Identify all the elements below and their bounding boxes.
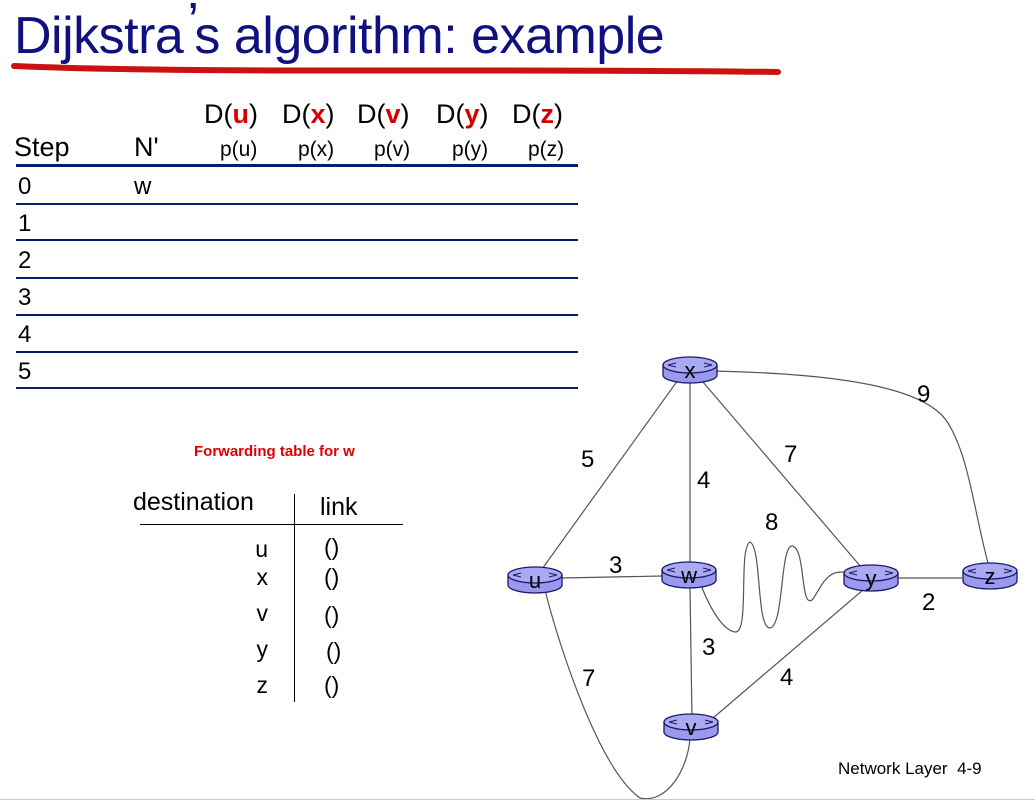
slide-bottom-rule [0,799,1035,800]
router-x: x [662,356,718,384]
header-d-z: D(z) [512,99,563,129]
slide-title: Dijkstra’s algorithm: example [14,0,665,65]
edge-x-y [696,374,868,575]
row-step: 5 [18,358,32,385]
forwarding-header-rule [140,524,403,525]
edge-u-w [561,575,663,579]
router-w: w [661,561,717,589]
title-underline [11,63,781,75]
router-label: u [529,568,541,593]
step-header: Step [14,132,70,162]
edge-cost-w-y: 8 [765,509,778,536]
table-header-rule [16,164,578,167]
table-row-rule [16,203,578,205]
edge-cost-x-z: 9 [917,381,930,408]
router-label: x [685,358,696,383]
row-step: 4 [18,321,32,348]
table-row-rule [16,239,578,241]
router-label: y [866,566,877,591]
forwarding-link: () [326,638,342,664]
link-header: link [320,493,358,521]
slide-footer: Network Layer 4-9 [838,759,982,779]
edge-cost-x-w: 4 [697,467,710,494]
table-row-rule [16,351,578,353]
graph-edges [536,370,991,800]
forwarding-dest: z [256,672,269,698]
edge-w-y [699,541,853,633]
router-label: w [680,563,697,588]
header-d-x: D(x) [282,99,335,129]
edge-cost-u-x: 5 [581,446,594,473]
destination-header: destination [133,488,254,516]
footer-page-number: 4-9 [957,759,982,778]
header-p-u: p(u) [220,138,258,161]
header-d-u: D(u) [204,99,258,129]
header-p-x: p(x) [298,138,335,161]
router-u: u [507,566,563,594]
edge-u-x [536,372,684,577]
header-d-y: D(y) [436,99,489,129]
edge-x-z [711,370,991,571]
edge-cost-y-v: 4 [780,664,793,691]
edge-cost-x-y: 7 [784,441,797,468]
header-p-v: p(v) [374,138,411,161]
router-label: v [686,715,697,740]
table-row-rule [16,314,578,316]
edge-cost-u-v: 7 [582,665,595,692]
edge-y-v [705,583,871,725]
forwarding-dest: x [256,564,269,590]
n-prime-header: N' [134,132,159,162]
row-step: 0 [18,173,32,200]
header-p-z: p(z) [528,138,565,161]
forwarding-link: () [324,564,340,590]
router-z: z [962,562,1018,590]
forwarding-dest: u [255,536,268,562]
forwarding-table-title: Forwarding table for w [194,443,355,460]
router-label: z [985,564,996,589]
forwarding-link: () [324,534,340,560]
row-step: 3 [18,284,32,311]
forwarding-link: () [324,672,340,698]
forwarding-dest: y [256,636,269,662]
header-p-y: p(y) [452,138,489,161]
row-step: 1 [18,210,32,237]
footer-label: Network Layer [838,759,948,778]
router-v: v [663,713,719,741]
table-row-rule [16,387,578,389]
row-step: 2 [18,247,32,274]
edge-u-v [544,589,691,800]
forwarding-dest: v [256,600,269,626]
edge-cost-u-w: 3 [609,552,622,579]
table-row-rule [16,277,578,279]
header-d-v: D(v) [357,99,410,129]
forwarding-column-rule [294,494,295,702]
row-n-prime: w [134,173,152,200]
edge-cost-y-z: 2 [922,589,935,616]
edge-w-v [689,587,693,721]
forwarding-link: () [324,602,340,628]
edge-cost-w-v: 3 [702,634,715,661]
router-y: y [843,564,899,592]
